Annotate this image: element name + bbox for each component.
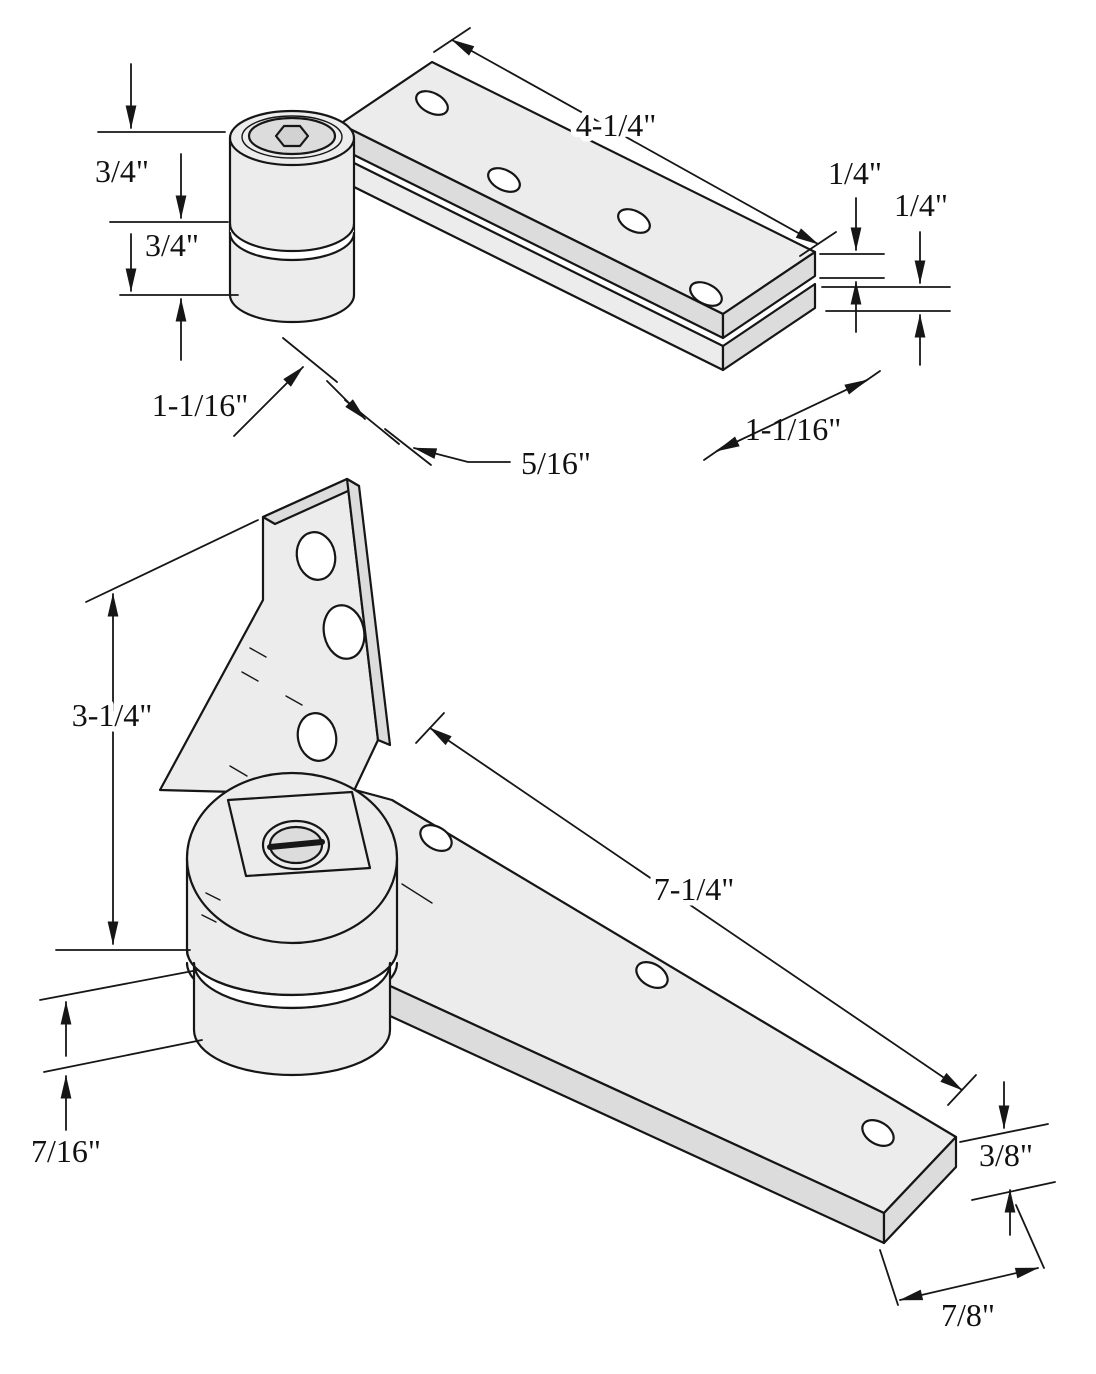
pivot-cap-ring (241, 115, 343, 159)
screw-hole (689, 281, 723, 307)
pivot-cylinder-lower-body (192, 961, 392, 1077)
dim-label-bottom-plate-thickness: 1/4" (894, 187, 948, 223)
top-pivot-cylinder (228, 109, 356, 324)
extension-line (43, 1039, 203, 1073)
top-upper-plate-end-face (721, 250, 817, 340)
extension-line (971, 1181, 1056, 1201)
dim-label-top-pivot-offset: 1-1/16" (152, 387, 249, 423)
pivot-washer-gap (230, 224, 354, 260)
bottom-arm-end-face (882, 1135, 958, 1245)
dim-label-top-pivot-upper-height: 3/4" (95, 153, 149, 189)
dimension-line (429, 727, 963, 1091)
bottom-hinge-assembly (158, 477, 958, 1245)
extension-tick (384, 428, 432, 466)
dimension-line (451, 39, 819, 245)
pivot-screw-rim (261, 819, 331, 871)
washer-line-lower (228, 231, 356, 262)
pivot-cylinder-body (228, 136, 356, 324)
bottom-pivot-cylinder (185, 771, 399, 1077)
surface-marks (229, 647, 303, 777)
dim-label-top-arm-end-width: 1-1/16" (745, 411, 842, 447)
arm-jog-line (401, 883, 433, 904)
dim-label-pivot-base-clearance: 7/16" (31, 1133, 101, 1169)
screw-hole (415, 90, 449, 116)
leader-line (413, 447, 511, 463)
dim-label-jamb-plate-height: 3-1/4" (72, 697, 153, 733)
mounting-hole (322, 604, 366, 660)
dim-label-bottom-arm-length: 7-1/4" (654, 871, 735, 907)
dim-label-top-pivot-lower-height: 3/4" (145, 227, 199, 263)
surface-marks (201, 892, 221, 923)
jamb-plate-holes (295, 531, 366, 762)
extension-line (85, 519, 259, 603)
extension-line (959, 1123, 1049, 1143)
screw-hole (861, 1119, 895, 1147)
dim-label-top-arm-length: 4-1/4" (576, 107, 657, 143)
mounting-hole (296, 712, 338, 762)
dim-label-bottom-arm-end-width: 7/8" (941, 1297, 995, 1333)
extension-tick (799, 231, 837, 257)
dimension-line (233, 366, 304, 437)
dimension-annotations (39, 27, 1056, 1306)
dim-label-plate-gap: 5/16" (521, 445, 591, 481)
jamb-plate (158, 477, 392, 797)
extension-line (39, 969, 199, 1001)
pivot-washer-gap (187, 950, 397, 1008)
mounting-hole (295, 531, 337, 581)
extension-tick (947, 1074, 977, 1106)
washer-line-upper (228, 222, 356, 253)
dimension-line (899, 1267, 1039, 1301)
dimension-line (326, 380, 366, 420)
extension-line (879, 1249, 899, 1306)
jamb-plate-side-face (345, 477, 392, 747)
extension-tick (282, 337, 338, 383)
dimension-line (716, 379, 868, 452)
extension-line (1015, 1204, 1045, 1269)
dim-label-top-plate-thickness: 1/4" (828, 155, 882, 191)
top-lower-plate-end-face (721, 282, 817, 372)
dim-label-bottom-arm-thickness: 3/8" (979, 1137, 1033, 1173)
hex-socket (274, 124, 310, 148)
screw-slot (267, 839, 325, 850)
top-hinge-assembly (228, 60, 817, 372)
dimension-labels: 3/4" 3/4" 4-1/4" 1/4" 1/4" 1-1/16" 5/16"… (31, 102, 1038, 1334)
